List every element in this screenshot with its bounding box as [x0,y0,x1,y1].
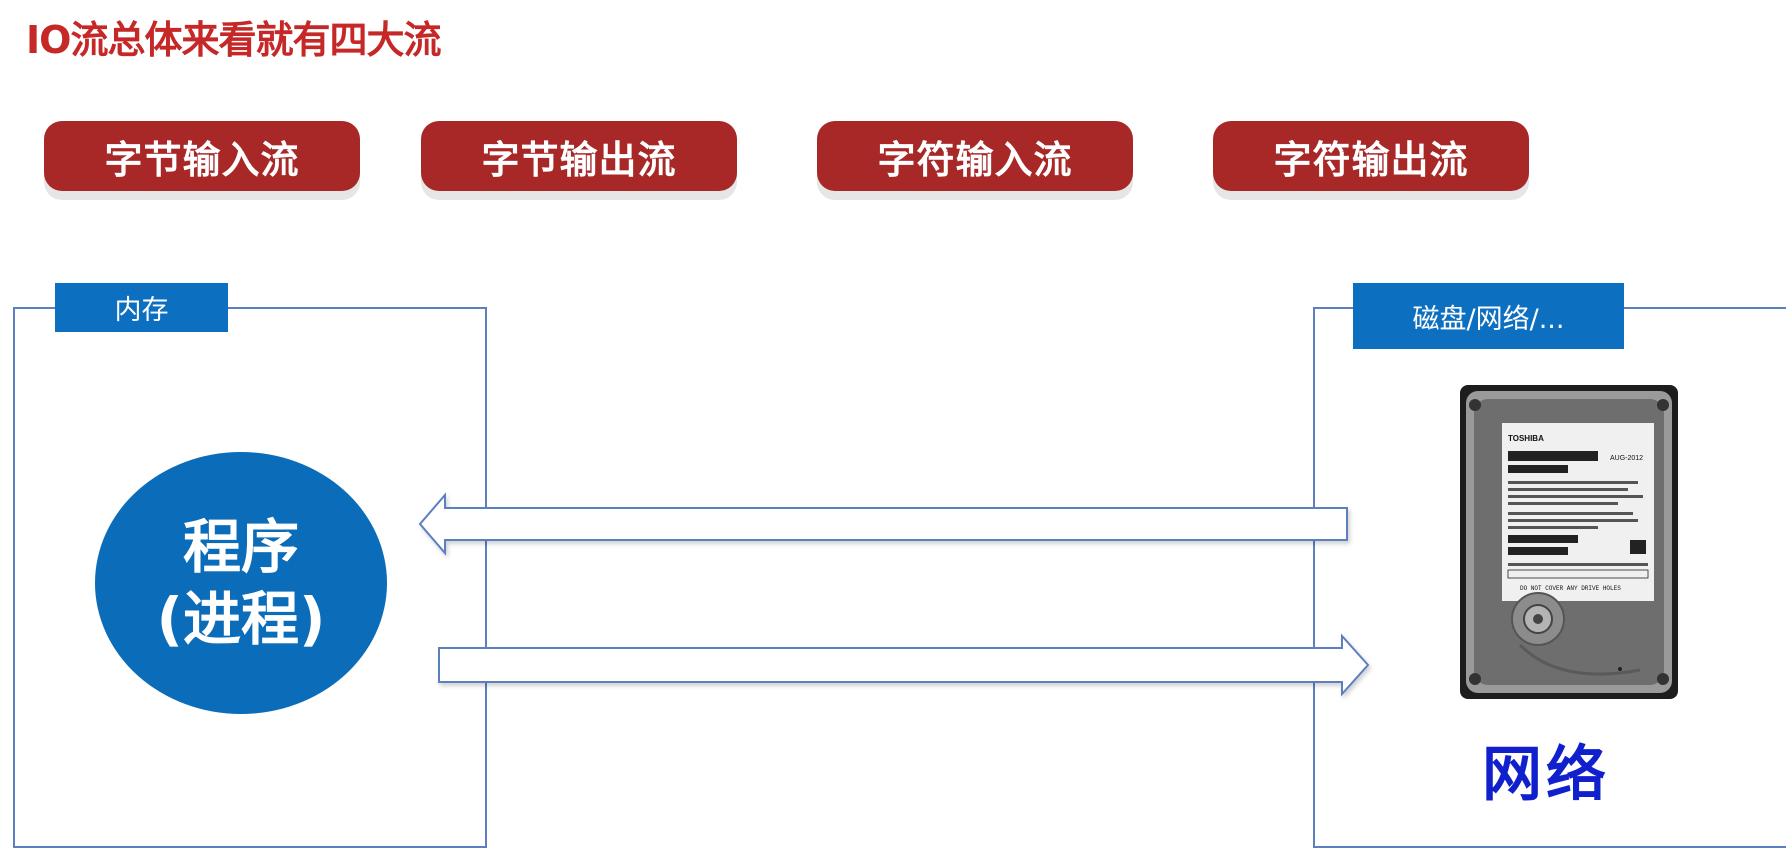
stream-char-input: 字符输入流 [817,121,1133,191]
page-title: IO流总体来看就有四大流 [26,18,441,62]
output-arrow [438,633,1370,697]
stream-byte-input: 字节输入流 [44,121,360,191]
stream-byte-output: 字节输出流 [421,121,737,191]
disk-brand: TOSHIBA [1508,434,1544,443]
process-label: (进程) [156,585,326,653]
disk-notice: DO NOT COVER ANY DRIVE HOLES [1520,585,1621,592]
storage-tag: 磁盘/网络/... [1353,283,1624,349]
disk-date: AUG-2012 [1610,455,1643,462]
stream-char-output: 字符输出流 [1213,121,1529,191]
hard-disk-image: TOSHIBA AUG-2012 DO NOT COVER ANY DRIVE … [1460,385,1678,699]
memory-tag: 内存 [55,283,228,332]
network-label: 网络 [1482,740,1610,810]
program-circle: 程序 (进程) [95,452,387,714]
input-arrow [418,492,1348,556]
program-label: 程序 [182,513,299,581]
